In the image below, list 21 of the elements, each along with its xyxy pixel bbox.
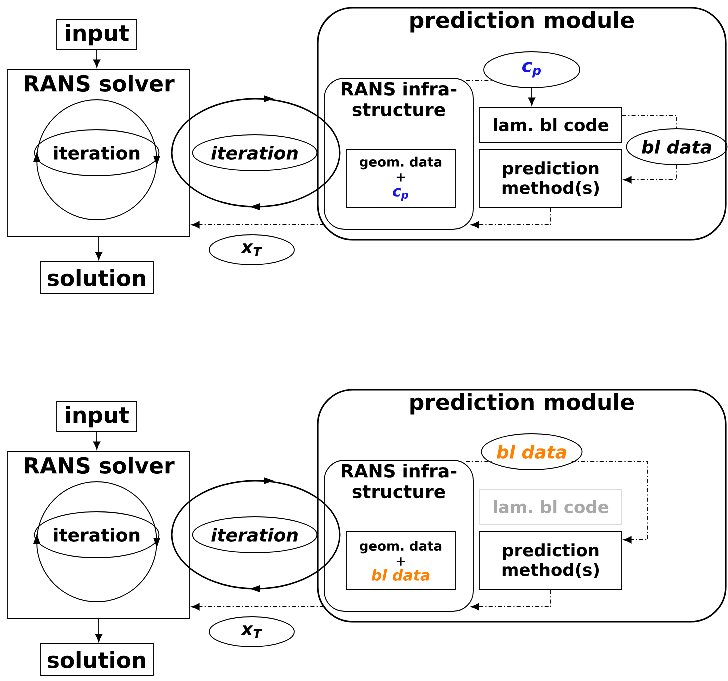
input-box: input (56, 20, 138, 50)
arrow (471, 208, 552, 229)
method-box: prediction method(s) (480, 150, 622, 208)
solution-box: solution (40, 644, 154, 676)
arrow (528, 88, 536, 106)
code-box: lam. bl code (480, 107, 622, 143)
arrow (192, 221, 324, 229)
arrow (95, 236, 103, 260)
method-box: prediction method(s) (480, 532, 622, 590)
arrow (93, 50, 101, 68)
input-box: input (56, 402, 138, 432)
arrow (471, 590, 552, 611)
arrow (624, 165, 678, 184)
arrow (95, 618, 103, 642)
arrow (192, 603, 324, 611)
data-box: geom. data + bl data (346, 532, 456, 590)
data-box: geom. data + c$_{p}$ (346, 150, 456, 208)
arrow (571, 462, 648, 544)
faded-code-box: lam. bl code (480, 489, 622, 525)
solution-box: solution (40, 262, 154, 294)
arrow (93, 432, 101, 450)
